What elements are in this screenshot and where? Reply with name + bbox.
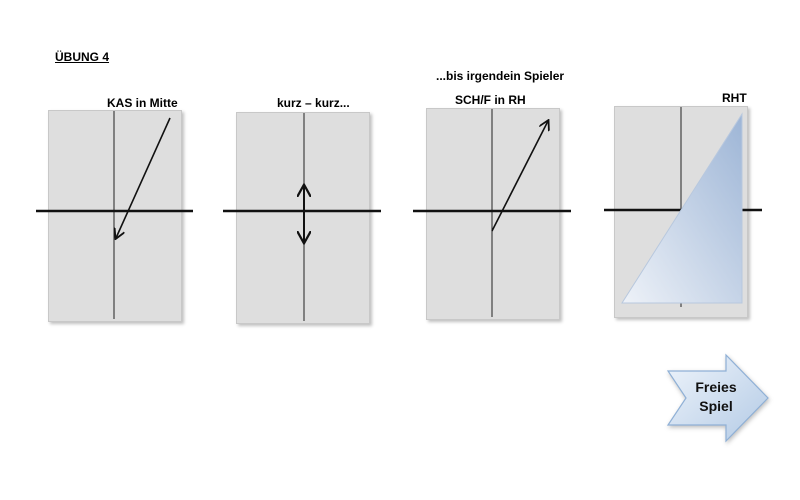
court-panel-3 [426, 108, 560, 320]
court-panel-1 [48, 110, 182, 322]
arrow-kas-mitte [116, 117, 171, 238]
arrow-sch-rh [491, 121, 548, 232]
exercise-title: ÜBUNG 4 [55, 50, 110, 64]
coverage-triangle [621, 112, 743, 304]
diagram-1 [36, 111, 193, 319]
diagram-4 [604, 107, 762, 307]
diagram-3-label: SCH/F in RH [455, 93, 526, 107]
top-note: ...bis irgendein Spieler [436, 69, 565, 83]
free-play-arrow-button[interactable] [666, 353, 769, 443]
arrow-right-icon [666, 353, 769, 443]
diagram-4-label: RHT [722, 91, 747, 105]
diagram-2-label: kurz – kurz... [277, 96, 350, 110]
diagram-1-label: KAS in Mitte [107, 96, 178, 110]
diagram-3 [413, 109, 571, 317]
diagram-2 [223, 113, 381, 321]
